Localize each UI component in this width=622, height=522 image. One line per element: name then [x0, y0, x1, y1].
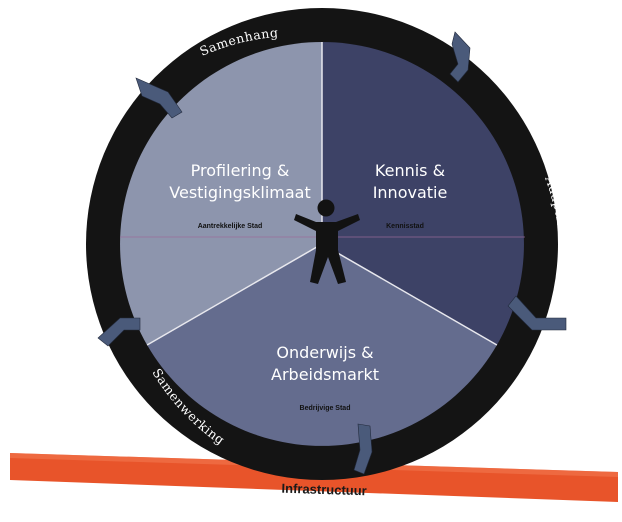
person-icon	[294, 199, 360, 284]
segment-onderwijs-title-2: Arbeidsmarkt	[271, 365, 379, 384]
segment-kennis-subtitle: Kennisstad	[386, 223, 424, 230]
cycle-arrow-icon	[135, 77, 183, 119]
segment-kennis-title-1: Kennis &	[375, 161, 445, 180]
infrastructure-label: Infrastructuur	[281, 481, 367, 499]
segment-profilering-subtitle: Aantrekkelijke Stad	[198, 223, 263, 230]
segment-profilering	[120, 42, 322, 345]
segment-kennis	[322, 42, 524, 345]
segment-kennis-title-2: Innovatie	[373, 183, 448, 202]
cycle-arrows	[97, 31, 567, 475]
segment-onderwijs-subtitle: Bedrijvige Stad	[300, 405, 351, 412]
segment-profilering-title-1: Profilering &	[191, 161, 290, 180]
cycle-arrow-icon	[449, 31, 471, 83]
segment-onderwijs	[147, 244, 497, 446]
segment-onderwijs-title-1: Onderwijs &	[276, 343, 373, 362]
segment-profilering-title-2: Vestigingsklimaat	[169, 183, 310, 202]
cycle-arrow-icon	[97, 317, 141, 347]
cycle-arrow-icon	[507, 295, 567, 331]
cycle-arrow-icon	[353, 423, 373, 475]
